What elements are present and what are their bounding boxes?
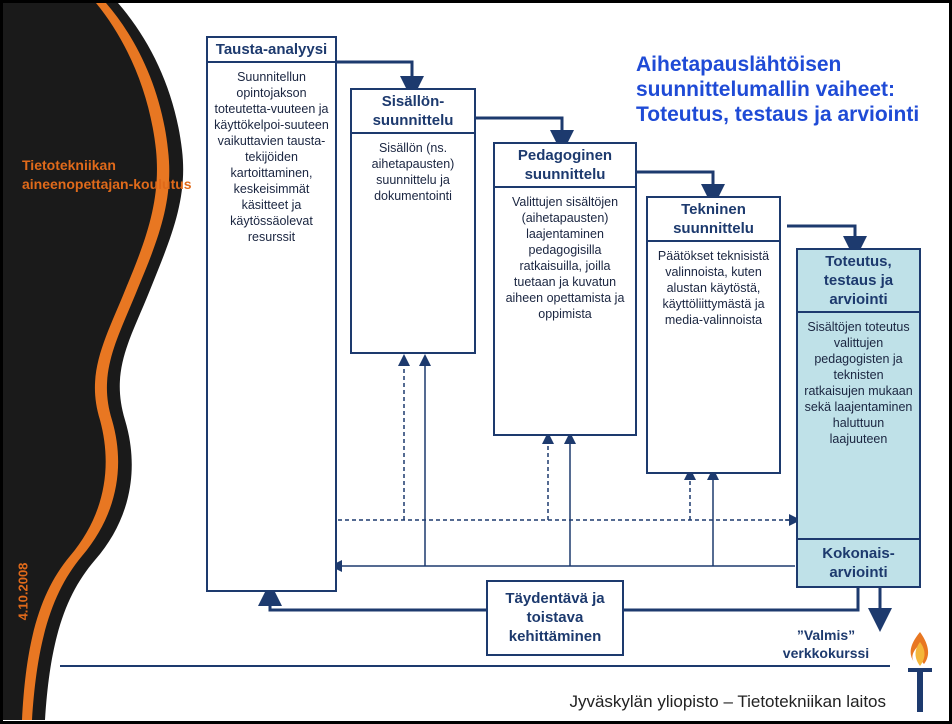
phase-box-content-design: Sisällön-suunnittelu Sisällön (ns. aihet… [350, 88, 476, 354]
phase-header: Tausta-analyysi [208, 38, 335, 63]
slide-title: Aihetapauslähtöisen suunnittelumallin va… [636, 53, 920, 126]
university-torch-logo [908, 632, 932, 712]
phase-body: Sisällön (ns. aihetapausten) suunnittelu… [371, 141, 455, 203]
phase-box-pedagogical-design: Pedagoginen suunnittelu Valittujen sisäl… [493, 142, 637, 436]
program-name: Tietotekniikan aineenopettajan-koulutus [22, 157, 192, 192]
phase-body: Päätökset teknisistä valinnoista, kuten … [657, 249, 770, 327]
iterative-development-box: Täydentävä ja toistava kehittäminen [486, 580, 624, 656]
phase-box-implementation: Toteutus, testaus ja arviointi Sisältöje… [796, 248, 921, 588]
overall-evaluation-label: Kokonais-arviointi [798, 538, 919, 586]
phase-header: Pedagoginen suunnittelu [495, 144, 635, 188]
phase-header: Toteutus, testaus ja arviointi [798, 250, 919, 313]
phase-body: Valittujen sisältöjen (aihetapausten) la… [505, 195, 625, 321]
footer-institution: Jyväskylän yliopisto – Tietotekniikan la… [569, 692, 886, 711]
phase-body: Suunnitellun opintojakson toteutetta-vuu… [214, 70, 329, 244]
footer-divider [60, 665, 890, 667]
phase-header: Tekninen suunnittelu [648, 198, 779, 242]
phase-header: Sisällön-suunnittelu [352, 90, 474, 134]
sidebar-wave [3, 3, 184, 720]
result-label: ”Valmis” verkkokurssi [782, 627, 870, 661]
phase-body: Sisältöjen toteutus valittujen pedagogis… [804, 320, 913, 446]
phase-box-background-analysis: Tausta-analyysi Suunnitellun opintojakso… [206, 36, 337, 592]
phase-box-technical-design: Tekninen suunnittelu Päätökset teknisist… [646, 196, 781, 474]
